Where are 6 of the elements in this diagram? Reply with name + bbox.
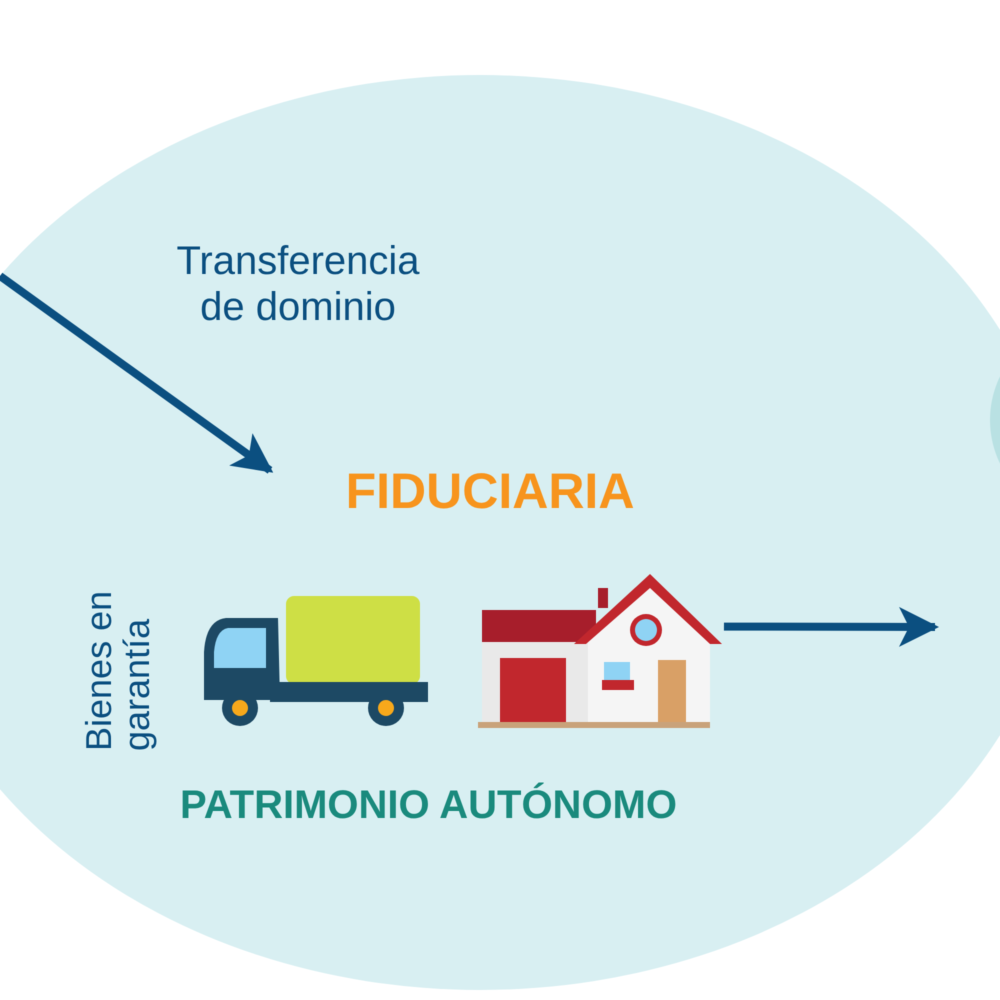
arrow <box>0 272 274 474</box>
vertical-label: Bienes en garantía <box>80 590 156 751</box>
region-title: PATRIMONIO AUTÓNOMO <box>180 783 677 828</box>
edge-label: Transferencia de dominio <box>175 238 421 330</box>
arrow <box>724 606 939 647</box>
entity-title: FIDUCIARIA <box>344 462 636 520</box>
